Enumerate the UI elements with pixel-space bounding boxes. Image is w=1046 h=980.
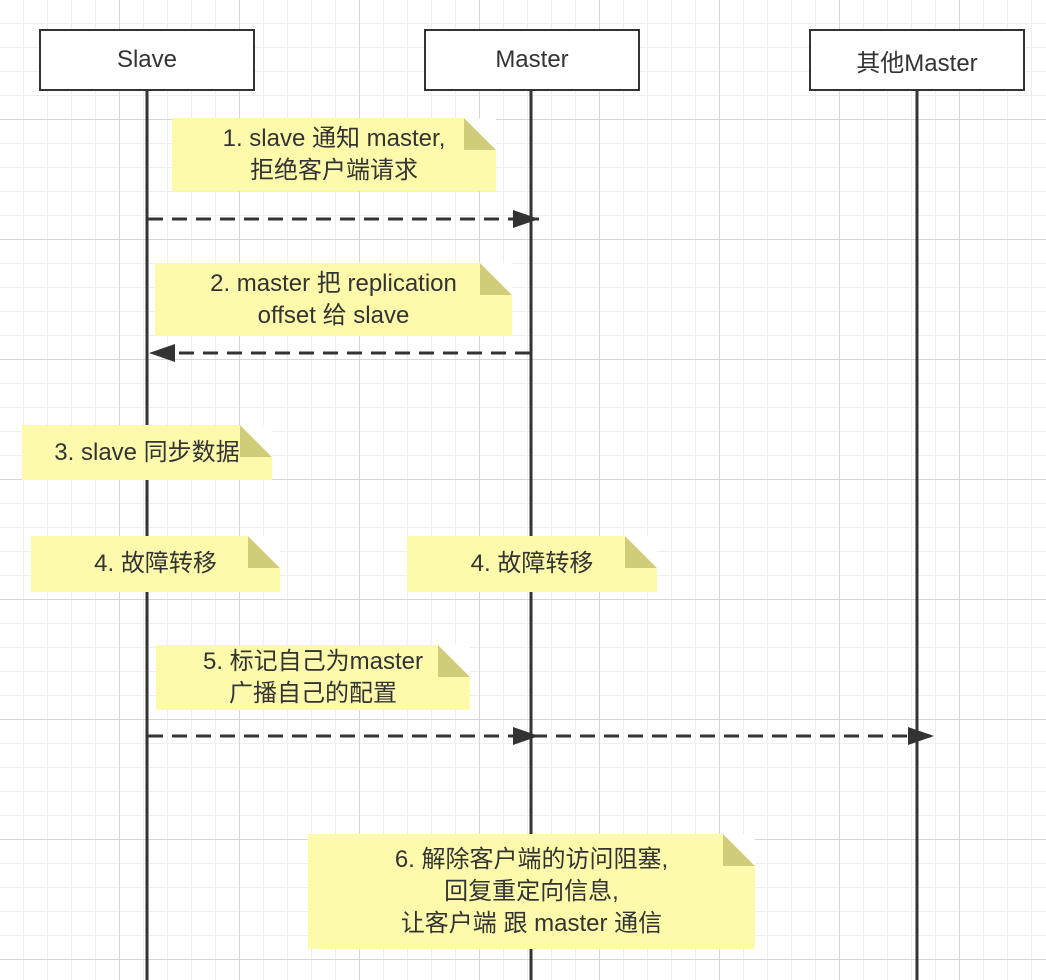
note-step-5[interactable]: 5. 标记自己为master 广播自己的配置: [156, 645, 470, 710]
note-step-2[interactable]: 2. master 把 replication offset 给 slave: [155, 263, 512, 336]
actor-master-label: Master: [495, 46, 569, 73]
actor-master[interactable]: Master: [424, 29, 640, 91]
note-fold-icon: [240, 425, 272, 457]
note-step-4-slave-text: 4. 故障转移: [94, 550, 217, 577]
note-step-6[interactable]: 6. 解除客户端的访问阻塞, 回复重定向信息, 让客户端 跟 master 通信: [308, 834, 755, 949]
note-fold-icon: [438, 645, 470, 677]
actor-other-master[interactable]: 其他Master: [809, 29, 1025, 91]
note-fold-icon: [480, 263, 512, 295]
note-step-4-master-text: 4. 故障转移: [470, 550, 594, 577]
note-step-2-text: 2. master 把 replication offset 给 slave: [210, 269, 457, 329]
actor-other-master-label: 其他Master: [856, 49, 978, 77]
note-step-3-text: 3. slave 同步数据: [54, 438, 240, 466]
note-step-1[interactable]: 1. slave 通知 master, 拒绝客户端请求: [172, 118, 496, 191]
note-step-1-text: 1. slave 通知 master, 拒绝客户端请求: [222, 124, 446, 184]
note-step-4-slave[interactable]: 4. 故障转移: [31, 536, 280, 592]
actor-slave[interactable]: Slave: [39, 29, 255, 91]
note-step-4-master[interactable]: 4. 故障转移: [407, 536, 657, 592]
note-step-3[interactable]: 3. slave 同步数据: [22, 425, 272, 480]
note-fold-icon: [464, 118, 496, 150]
note-fold-icon: [625, 536, 657, 568]
note-step-5-text: 5. 标记自己为master 广播自己的配置: [202, 647, 424, 707]
note-fold-icon: [248, 536, 280, 568]
note-fold-icon: [723, 834, 755, 866]
actor-slave-label: Slave: [116, 46, 178, 73]
note-step-6-text: 6. 解除客户端的访问阻塞, 回复重定向信息, 让客户端 跟 master 通信: [394, 845, 669, 937]
